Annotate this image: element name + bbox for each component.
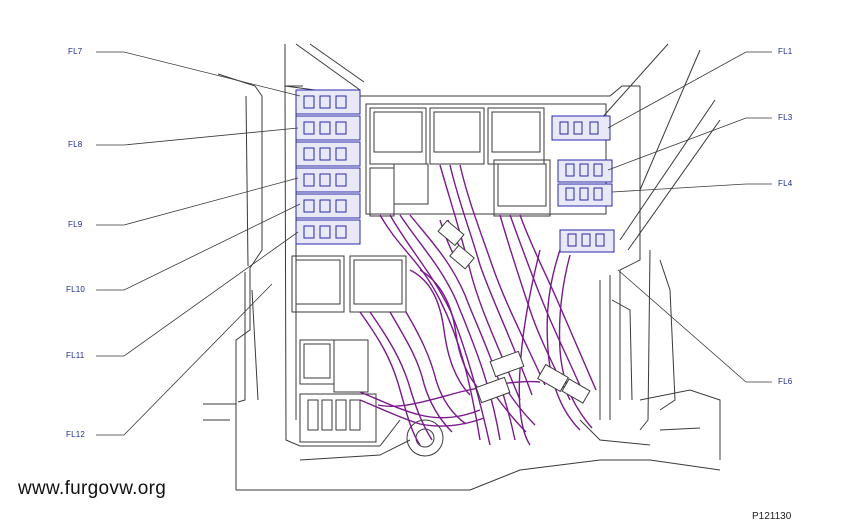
relay-frame bbox=[291, 103, 607, 457]
label-fl12: FL12 bbox=[66, 430, 86, 439]
right-fuse-column bbox=[551, 115, 615, 253]
label-fl11: FL11 bbox=[66, 351, 85, 360]
label-fl4: FL4 bbox=[778, 179, 793, 188]
label-fl6: FL6 bbox=[778, 377, 793, 386]
label-fl9: FL9 bbox=[68, 220, 83, 229]
label-fl7: FL7 bbox=[68, 47, 83, 56]
label-fl10: FL10 bbox=[66, 285, 86, 294]
reference-code: P121130 bbox=[752, 511, 792, 522]
callout-leaders bbox=[96, 51, 772, 436]
label-fl3: FL3 bbox=[778, 113, 793, 122]
watermark-text: www.furgovw.org bbox=[18, 478, 167, 499]
label-fl8: FL8 bbox=[68, 140, 83, 149]
harness-connectors bbox=[437, 219, 591, 404]
housing-outline bbox=[203, 43, 721, 491]
wiring-harness bbox=[359, 164, 597, 446]
label-fl1: FL1 bbox=[778, 47, 793, 56]
left-fuse-column bbox=[295, 89, 361, 245]
